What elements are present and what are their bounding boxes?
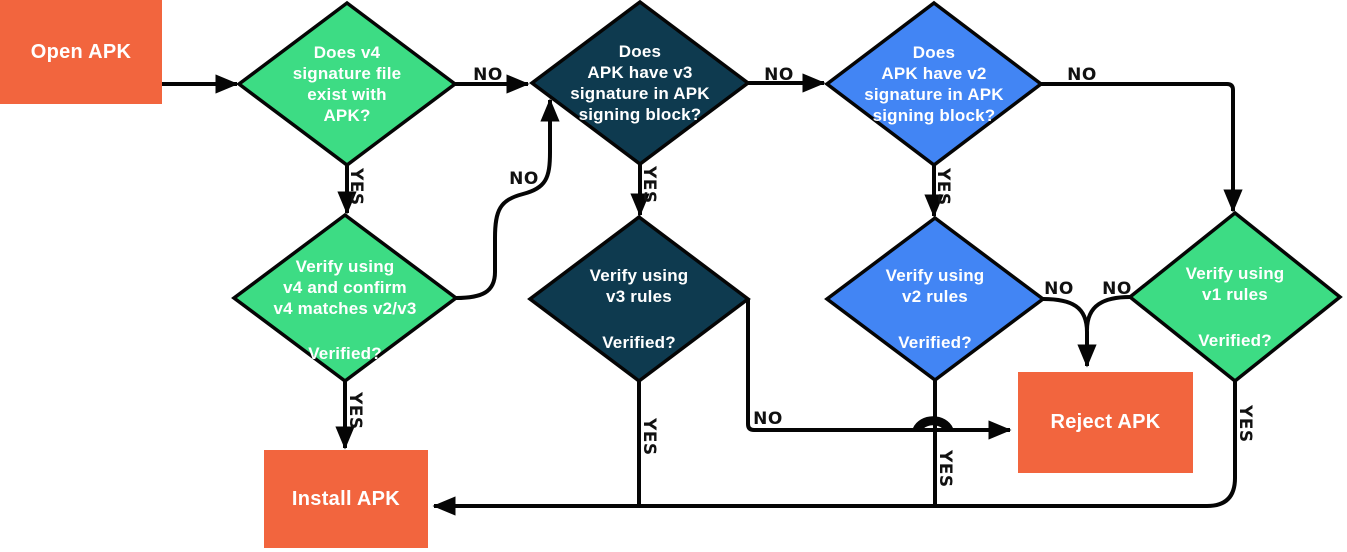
edge-hop-bridge — [912, 416, 954, 433]
edge-label-no: NO — [473, 65, 503, 85]
edge-v1verify-yes-to-install — [432, 381, 1237, 516]
decision-v1-verify-shape — [1127, 210, 1343, 384]
install-apk-label: Install APK — [291, 487, 401, 510]
edge-label-no: NO — [509, 169, 539, 189]
edge-label-no: NO — [753, 409, 783, 429]
end-node-install-apk: Install APK — [264, 450, 428, 548]
edge-label-yes: YES — [935, 449, 955, 488]
edge-v1verify-no — [1085, 295, 1131, 331]
edge-v2sig-no — [1041, 82, 1243, 213]
edge-label-no: NO — [1067, 65, 1097, 85]
decision-v2-verify-shape — [824, 215, 1046, 383]
decision-v3-signature-shape — [529, 0, 751, 167]
edge-v2verify-no — [1042, 297, 1097, 368]
decision-v4-exists-shape — [236, 0, 458, 168]
open-apk-label: Open APK — [30, 40, 132, 63]
edge-label-no: NO — [1044, 279, 1074, 299]
reject-apk-label: Reject APK — [1050, 411, 1161, 433]
decision-v3-verify-shape — [527, 214, 751, 384]
edge-label-yes: YES — [639, 417, 659, 456]
edge-label-yes: YES — [1235, 404, 1255, 443]
edge-label-yes: YES — [933, 167, 953, 206]
edge-v3verify-no — [746, 299, 1012, 440]
edge-label-yes: YES — [639, 165, 659, 204]
edge-label-no: NO — [764, 65, 794, 85]
edge-v4verify-no-loopback — [455, 98, 560, 300]
start-node-open-apk: Open APK — [0, 0, 162, 104]
decision-v2-signature-shape — [824, 0, 1044, 168]
edge-label-yes: YES — [345, 391, 365, 430]
end-node-reject-apk: Reject APK — [1018, 372, 1193, 473]
edge-label-yes: YES — [346, 167, 366, 206]
decision-v4-verify-shape — [231, 212, 459, 384]
edge-label-no: NO — [1102, 279, 1132, 299]
